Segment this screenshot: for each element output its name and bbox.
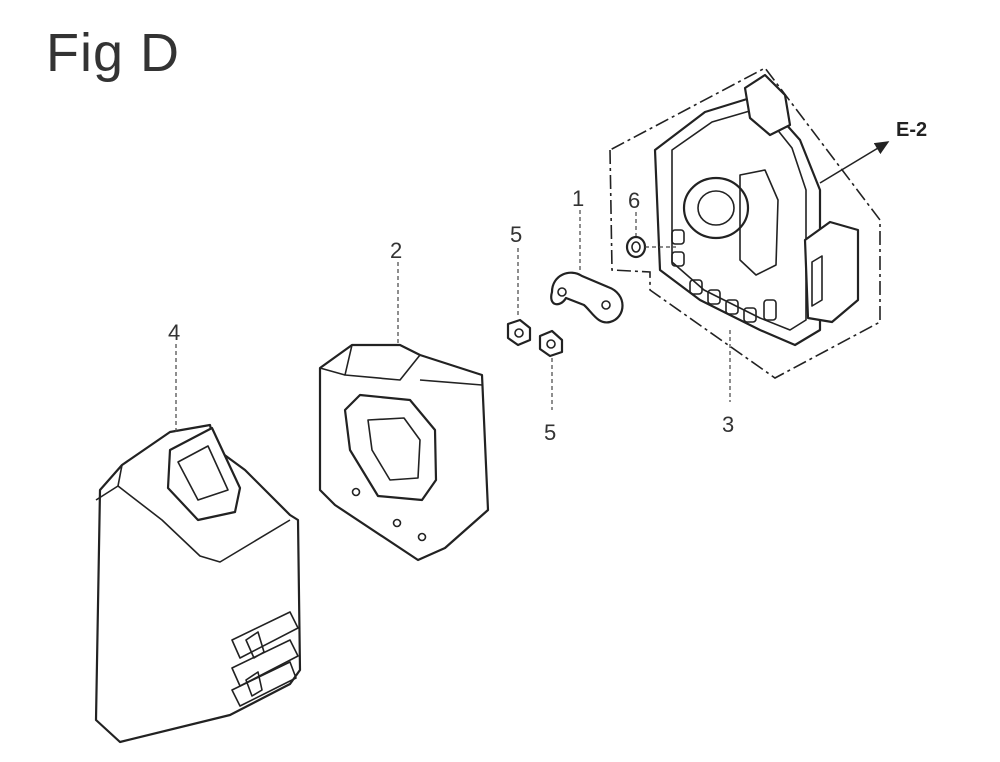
- figure-title: Fig D: [46, 23, 181, 83]
- part-cleaner-cover: [94, 423, 302, 744]
- callout-1: 1: [572, 186, 584, 211]
- reference-label[interactable]: E-2: [896, 119, 927, 141]
- callout-5a: 5: [510, 222, 522, 247]
- callout-3: 3: [722, 412, 734, 437]
- case-center-hole: [697, 190, 735, 226]
- callout-2: 2: [390, 238, 402, 263]
- case-top-tab: [743, 73, 792, 137]
- part-air-cleaner-case: [609, 66, 881, 379]
- case-inner-channel: [739, 169, 779, 276]
- assembly-boundary-line: [609, 66, 881, 379]
- callout-6: 6: [628, 188, 640, 213]
- part-spacer-frame: [318, 343, 490, 562]
- part-bracket: [550, 271, 624, 324]
- case-ribs: [671, 229, 777, 323]
- callout-4: 4: [168, 320, 180, 345]
- callout-5b: 5: [544, 420, 556, 445]
- case-center-boss: [682, 176, 750, 240]
- part-grommet: [625, 235, 647, 259]
- part-nut-upper: [506, 318, 532, 347]
- case-side-tab: [803, 220, 860, 324]
- part-nut-lower: [538, 329, 564, 358]
- case-side-tab-slot: [811, 255, 823, 307]
- reference-arrow: [819, 141, 890, 184]
